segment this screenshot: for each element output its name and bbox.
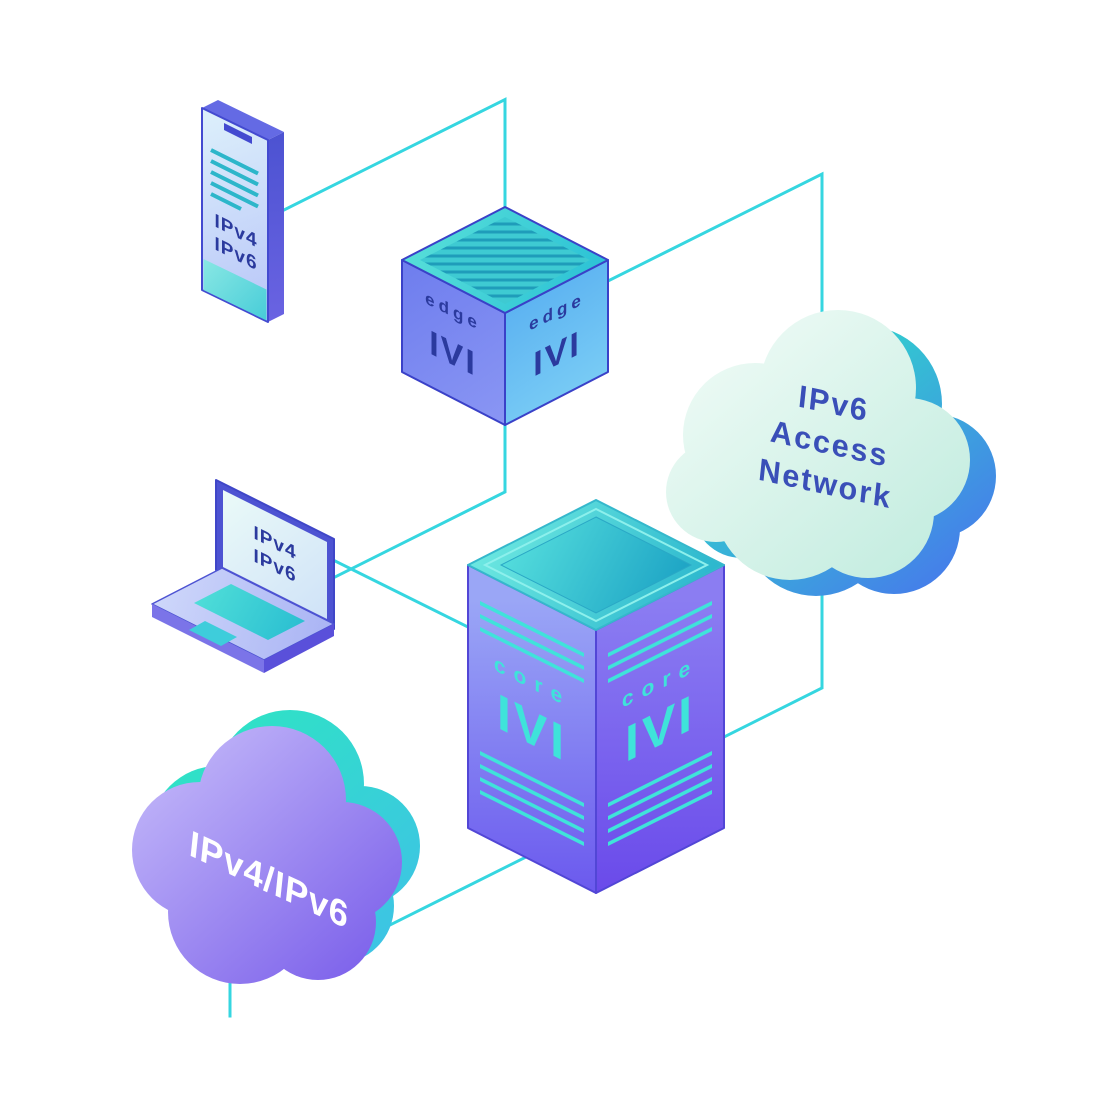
core-right-vent-lines-bottom — [608, 750, 712, 847]
link-edge-to-laptop — [330, 422, 507, 581]
smartphone: IPv4 IPv6 — [201, 100, 284, 323]
core-top-panel — [499, 516, 693, 614]
dual-cloud-body — [132, 726, 402, 984]
phone-notch — [224, 123, 252, 144]
link-phone-to-edge — [281, 97, 507, 215]
access-cloud: IPv6 Access Network — [666, 310, 996, 596]
dual-cloud: IPv4/IPv6 — [132, 710, 420, 984]
laptop-screen — [223, 490, 327, 619]
phone-side — [268, 132, 284, 322]
core-router: core IVI core IVI — [467, 499, 725, 894]
edge-router: edge IVI edge IVI — [401, 206, 609, 426]
phone-bottom-glow — [203, 259, 267, 321]
laptop-keyboard — [194, 584, 305, 640]
core-right-vent-lines-top — [608, 600, 712, 684]
core-top-inner-ring — [482, 507, 710, 623]
laptop-trackpad — [189, 621, 237, 646]
link-laptop-to-core — [330, 557, 477, 633]
phone-screen-lines — [210, 148, 259, 211]
core-left-vent-lines-bottom — [480, 750, 584, 847]
laptop: IPv4 IPv6 — [151, 479, 335, 673]
core-left-vent-lines-top — [480, 600, 584, 684]
phone-top-edge — [202, 100, 284, 140]
laptop-right-edge — [264, 624, 334, 673]
